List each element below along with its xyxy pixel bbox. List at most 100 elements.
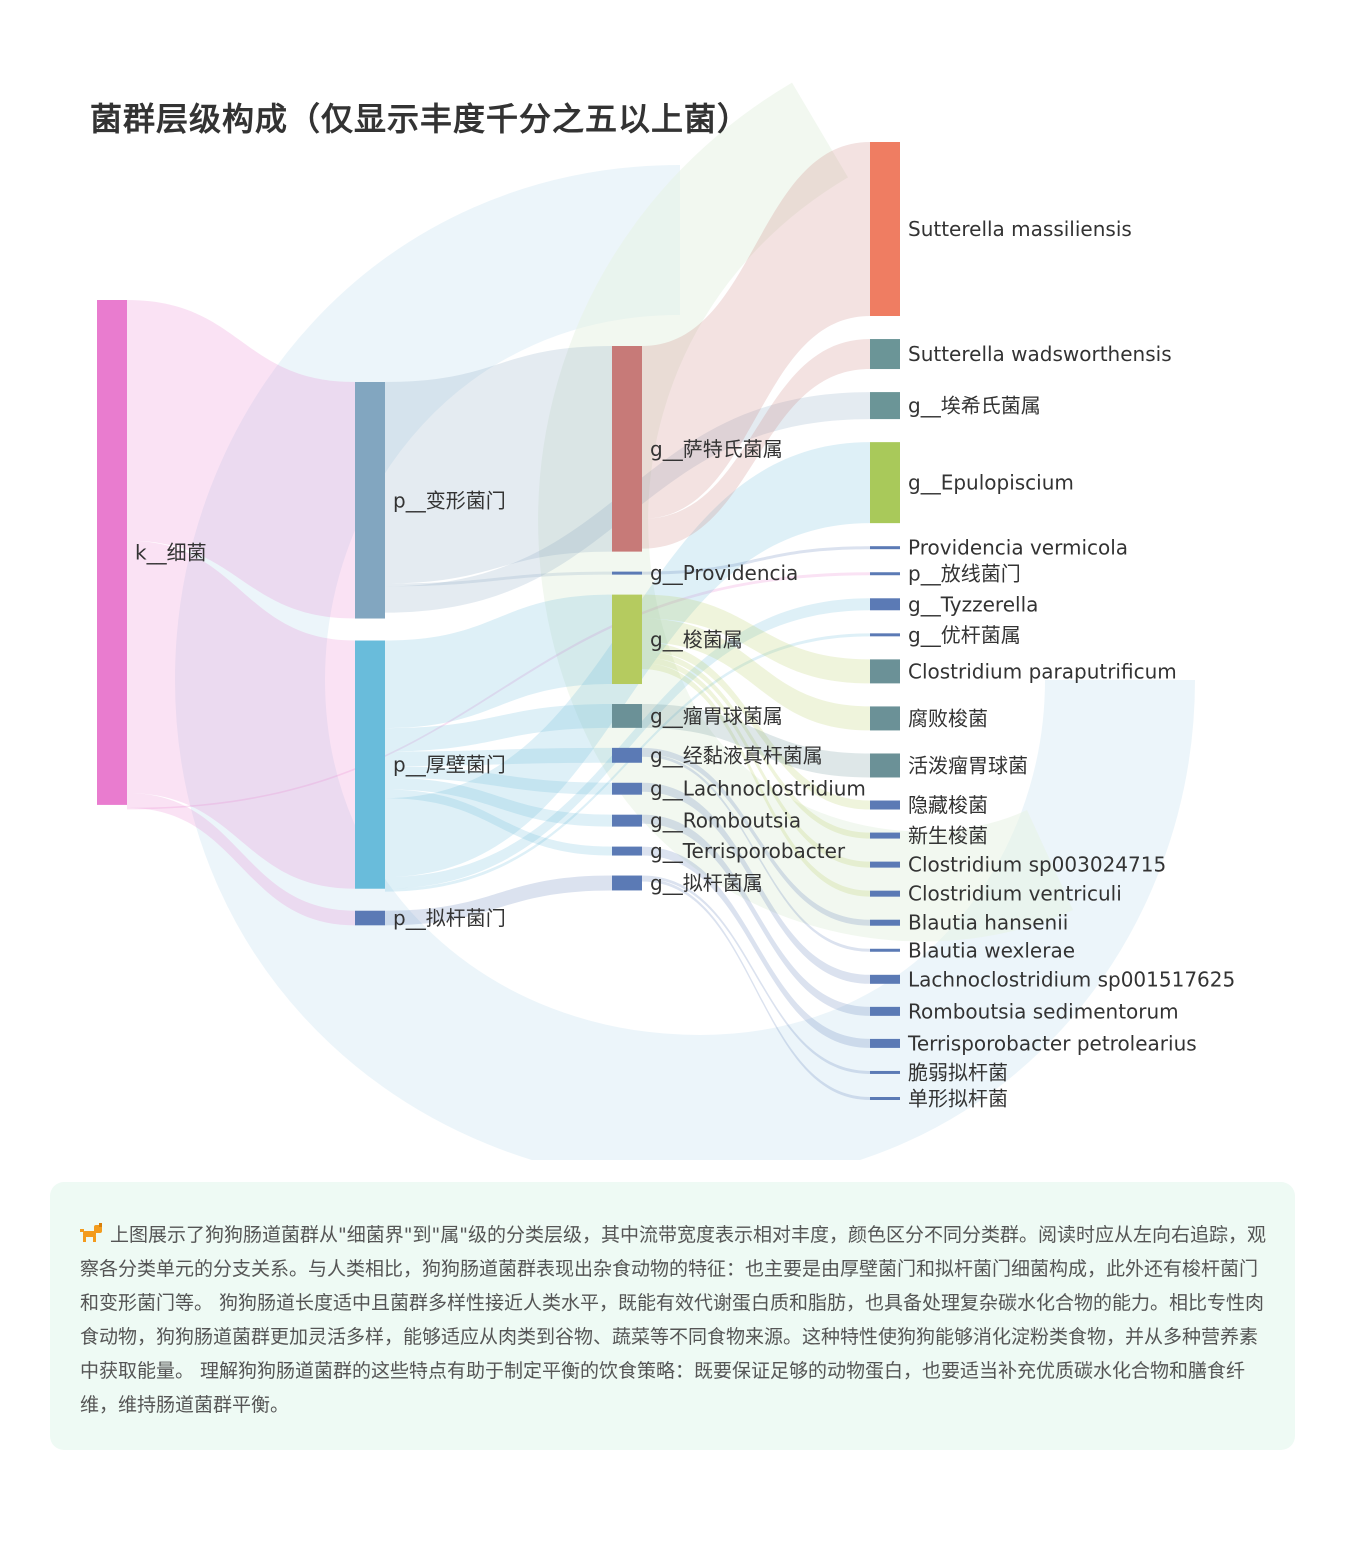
node-label-p1: p__变形菌门 xyxy=(393,488,506,512)
node-s22[interactable] xyxy=(870,1097,900,1100)
node-s12[interactable] xyxy=(870,800,900,810)
node-g4[interactable] xyxy=(612,704,642,728)
sankey-links xyxy=(127,142,870,1100)
link-k-p3 xyxy=(127,793,355,926)
link-g8-s20 xyxy=(642,846,870,1048)
dog-icon xyxy=(80,1221,104,1243)
node-s8[interactable] xyxy=(870,633,900,637)
node-label-s5: Providencia vermicola xyxy=(908,536,1128,560)
node-label-s18: Lachnoclostridium sp001517625 xyxy=(908,967,1235,991)
description-body: 上图展示了狗狗肠道菌群从"细菌界"到"属"级的分类层级，其中流带宽度表示相对丰度… xyxy=(80,1224,1266,1416)
node-g3[interactable] xyxy=(612,594,642,685)
node-label-s7: g__Tyzzerella xyxy=(908,592,1038,616)
sankey-nodes xyxy=(97,142,900,1100)
node-label-s11: 活泼瘤胃球菌 xyxy=(908,753,1028,777)
node-s4[interactable] xyxy=(870,442,900,524)
link-k-p1 xyxy=(127,300,355,619)
node-label-g4: g__瘤胃球菌属 xyxy=(650,704,783,728)
node-s11[interactable] xyxy=(870,753,900,778)
node-s9[interactable] xyxy=(870,659,900,684)
node-s2[interactable] xyxy=(870,339,900,370)
node-s14[interactable] xyxy=(870,861,900,868)
node-label-s6: p__放线菌门 xyxy=(908,562,1021,586)
node-label-g9: g__拟杆菌属 xyxy=(650,871,763,895)
link-p3-g9 xyxy=(385,875,612,926)
node-s15[interactable] xyxy=(870,890,900,897)
node-p2[interactable] xyxy=(355,640,385,889)
node-s7[interactable] xyxy=(870,598,900,611)
sankey-diagram: k__细菌p__变形菌门p__厚壁菌门p__拟杆菌门g__萨特氏菌属g__Pro… xyxy=(97,82,1235,1160)
node-label-p3: p__拟杆菌门 xyxy=(393,906,506,930)
node-p1[interactable] xyxy=(355,382,385,619)
node-s16[interactable] xyxy=(870,919,900,926)
link-g9-s21 xyxy=(642,875,870,1074)
description-text: 上图展示了狗狗肠道菌群从"细菌界"到"属"级的分类层级，其中流带宽度表示相对丰度… xyxy=(80,1218,1270,1422)
node-label-s3: g__埃希氏菌属 xyxy=(908,394,1041,418)
node-label-s1: Sutterella massiliensis xyxy=(908,217,1132,241)
node-label-s14: Clostridium sp003024715 xyxy=(908,853,1166,877)
node-label-s20: Terrisporobacter petrolearius xyxy=(907,1031,1197,1055)
node-label-g1: g__萨特氏菌属 xyxy=(650,437,783,461)
node-label-s10: 腐败梭菌 xyxy=(908,706,988,730)
node-s21[interactable] xyxy=(870,1070,900,1074)
background-logo xyxy=(174,82,1195,1160)
link-p2-g4 xyxy=(385,704,612,752)
node-g2[interactable] xyxy=(612,571,642,575)
node-g1[interactable] xyxy=(612,346,642,552)
link-g1-s1 xyxy=(642,142,870,519)
node-label-p2: p__厚壁菌门 xyxy=(393,753,506,777)
node-label-s13: 新生梭菌 xyxy=(908,824,988,848)
link-k-s6 xyxy=(127,572,870,810)
link-p2-g7 xyxy=(385,777,612,827)
link-p1-g2 xyxy=(385,571,612,587)
link-p2-g6 xyxy=(385,766,612,795)
link-g9-s22 xyxy=(642,878,870,1100)
link-g2-s5 xyxy=(642,546,870,575)
link-g3-s9 xyxy=(642,594,870,684)
node-label-s19: Romboutsia sedimentorum xyxy=(908,999,1179,1023)
node-label-s9: Clostridium paraputrificum xyxy=(908,659,1177,683)
node-g7[interactable] xyxy=(612,814,642,827)
node-g8[interactable] xyxy=(612,846,642,856)
node-s20[interactable] xyxy=(870,1038,900,1048)
link-g3-s12 xyxy=(642,642,870,810)
node-label-k: k__细菌 xyxy=(135,540,207,564)
node-s6[interactable] xyxy=(870,572,900,576)
link-p2-g5 xyxy=(385,747,612,767)
link-g5-s16 xyxy=(642,747,870,926)
node-s19[interactable] xyxy=(870,1006,900,1016)
link-g3-s13 xyxy=(642,651,870,839)
node-label-g8: g__Terrisporobacter xyxy=(650,839,846,863)
node-s17[interactable] xyxy=(870,948,900,952)
node-label-s15: Clostridium ventriculi xyxy=(908,882,1122,906)
link-g3-s15 xyxy=(642,663,870,897)
node-k[interactable] xyxy=(97,300,127,805)
node-p3[interactable] xyxy=(355,910,385,926)
link-p1-g1 xyxy=(385,346,612,584)
node-label-s17: Blautia wexlerae xyxy=(908,938,1075,962)
node-s1[interactable] xyxy=(870,142,900,316)
description-box xyxy=(50,1182,1295,1450)
node-g6[interactable] xyxy=(612,782,642,795)
link-g4-s11 xyxy=(642,704,870,778)
link-g1-s2 xyxy=(642,339,870,549)
link-p2-g8 xyxy=(385,789,612,856)
link-g7-s19 xyxy=(642,814,870,1016)
node-label-g7: g__Romboutsia xyxy=(650,809,801,833)
node-s5[interactable] xyxy=(870,546,900,550)
node-s18[interactable] xyxy=(870,974,900,984)
node-g9[interactable] xyxy=(612,875,642,891)
node-s13[interactable] xyxy=(870,832,900,839)
node-s3[interactable] xyxy=(870,392,900,420)
node-label-s16: Blautia hansenii xyxy=(908,911,1068,935)
sankey-labels: k__细菌p__变形菌门p__厚壁菌门p__拟杆菌门g__萨特氏菌属g__Pro… xyxy=(135,217,1235,1111)
link-g6-s18 xyxy=(642,782,870,984)
link-g3-s10 xyxy=(642,618,870,731)
node-label-s22: 单形拟杆菌 xyxy=(908,1087,1008,1111)
node-label-s12: 隐藏梭菌 xyxy=(908,793,988,817)
chart-title: 菌群层级构成（仅显示丰度千分之五以上菌） xyxy=(90,100,751,138)
node-g5[interactable] xyxy=(612,747,642,763)
node-label-g5: g__经黏液真杆菌属 xyxy=(650,743,823,767)
node-s10[interactable] xyxy=(870,706,900,731)
node-label-g6: g__Lachnoclostridium xyxy=(650,777,866,801)
